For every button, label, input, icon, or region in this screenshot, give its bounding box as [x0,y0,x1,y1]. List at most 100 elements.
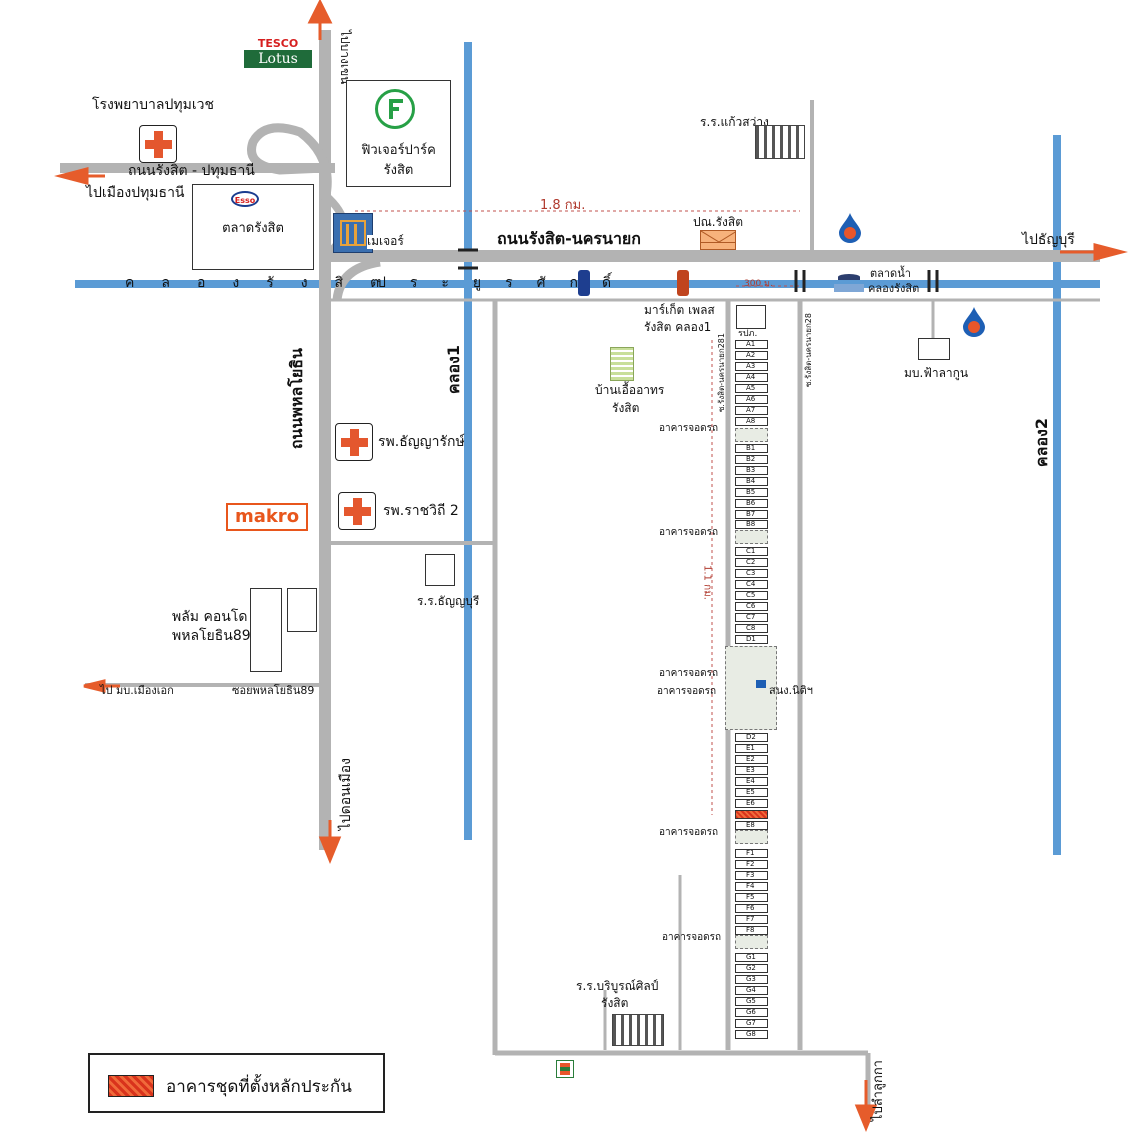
unit-F8: F8 [735,926,768,935]
label-rangsit-nakhonnayok-road: ถนนรังสิต-นครนายก [497,229,641,248]
seven-eleven-icon [556,1060,574,1078]
legend-label: อาคารชุดที่ตั้งหลักประกัน [166,1077,352,1097]
label-pathumvech-hospital: โรงพยาบาลปทุมเวช [92,97,214,113]
makro-logo: makro [226,503,308,531]
hospital-pathumvech-icon [139,125,177,163]
rangsit-market-label: ตลาดรังสิต [222,221,284,236]
ptt-station-icon-1 [839,213,861,243]
unit-A4: A4 [735,373,768,382]
direction-arrows [54,0,1128,1132]
unit-A6: A6 [735,395,768,404]
school-boriboon-icon [612,1014,664,1046]
parking-building-4 [735,830,768,844]
label-soi-phahon-89: ซอยพหลโยธิน89 [232,684,315,697]
bridge-marks [458,248,939,292]
label-major: เมเจอร์ [367,234,404,249]
unit-B7: B7 [735,510,768,519]
label-fahlagoon-village: มบ.ฟ้าลากูน [904,366,969,380]
lotus-wordmark: Lotus [244,50,312,68]
label-market-place-1: มาร์เก็ต เพลส [644,303,715,317]
unit-B8: B8 [735,520,768,529]
future-park-label-2: รังสิต [383,163,414,178]
unit-F3: F3 [735,871,768,880]
unit-F2: F2 [735,860,768,869]
label-soi-281: ซ.รังสิต-นครนายก281 [717,333,726,413]
fahlagoon-village-block [918,338,950,360]
unit-A1: A1 [735,340,768,349]
tesco-lotus-logo: TESCO Lotus [244,38,312,72]
label-rajvithi-hospital: รพ.ราชวิถี 2 [383,503,459,519]
hospital-thanyarak-icon [335,423,373,461]
unit-E1: E1 [735,744,768,753]
label-parking-5: อาคารจอดรถ [659,827,719,838]
label-floating-market-1: ตลาดน้ำ [870,267,911,280]
label-parking-6: อาคารจอดรถ [662,932,722,943]
floating-market-icon [834,274,864,294]
distance-markers [355,210,800,815]
unit-C2: C2 [735,558,768,567]
unit-F1: F1 [735,849,768,858]
label-to-don-mueang: ไปดอนเมือง [338,758,354,831]
label-palm-condo-2: พหลโยธิน89 [172,628,251,644]
label-school-kaewsawang: ร.ร.แก้วสว่าง [700,115,769,129]
unit-E8: E8 [735,821,768,830]
palm-condo-block-1 [250,588,282,672]
label-prayoonsak-canal: ประยูรศักดิ์ [377,275,636,291]
label-school-thanyaburi: ร.ร.ธัญญบุรี [417,594,480,608]
unit-A8: A8 [735,417,768,426]
unit-B3: B3 [735,466,768,475]
unit-B4: B4 [735,477,768,486]
unit-F4: F4 [735,882,768,891]
label-school-boriboon-2: รังสิต [601,996,629,1010]
eua-arthon-building-icon [610,347,634,381]
post-office-icon [700,230,736,250]
rangsit-market-block: Esso ตลาดรังสิต [192,184,314,270]
legend-swatch [108,1075,154,1097]
palm-condo-block-2 [287,588,317,632]
unit-E2: E2 [735,755,768,764]
label-parking-4: อาคารจอดรถ [657,686,717,697]
school-thanyaburi-block [425,554,455,586]
pier-marker-icon-2 [677,270,689,296]
label-parking-1: อาคารจอดรถ [659,423,719,434]
label-soi-28: ซ.รังสิต-นครนายก28 [804,313,813,387]
school-kaewsawang-icon [755,125,805,159]
label-distance-1-1km: 1.1 กม. [701,565,713,600]
unit-B1: B1 [735,444,768,453]
parking-building-5 [735,935,768,949]
unit-G6: G6 [735,1008,768,1017]
unit-E7-collateral: E7 [735,810,768,819]
parking-building-2 [735,530,768,544]
label-market-place-2: รังสิต คลอง1 [644,320,712,334]
unit-C7: C7 [735,613,768,622]
future-park-label-1: ฟิวเจอร์ปาร์ค [361,143,436,158]
esso-logo: Esso [231,191,259,207]
unit-A7: A7 [735,406,768,415]
pier-marker-icon-1 [578,270,590,296]
parking-building-1 [735,428,768,442]
unit-E5: E5 [735,788,768,797]
unit-A2: A2 [735,351,768,360]
unit-C3: C3 [735,569,768,578]
label-eua-arthon-1: บ้านเอื้ออาทร [595,383,665,397]
unit-C8: C8 [735,624,768,633]
market-place-block [736,305,766,329]
road-lines [60,30,1100,1120]
unit-C1: C1 [735,547,768,556]
hospital-rajvithi-icon [338,492,376,530]
label-to-lamlukka: ไปลำลูกกา [871,1060,886,1122]
juristic-office-icon [756,680,766,688]
unit-B5: B5 [735,488,768,497]
unit-F6: F6 [735,904,768,913]
unit-G3: G3 [735,975,768,984]
label-parking-2: อาคารจอดรถ [659,527,719,538]
unit-F5: F5 [735,893,768,902]
label-to-bangkhen: ไปบางเขน [337,30,352,85]
future-park-logo-icon [375,89,415,129]
unit-G7: G7 [735,1019,768,1028]
unit-B2: B2 [735,455,768,464]
major-cineplex-icon [333,213,373,253]
label-eua-arthon-2: รังสิต [612,401,640,415]
unit-C6: C6 [735,602,768,611]
